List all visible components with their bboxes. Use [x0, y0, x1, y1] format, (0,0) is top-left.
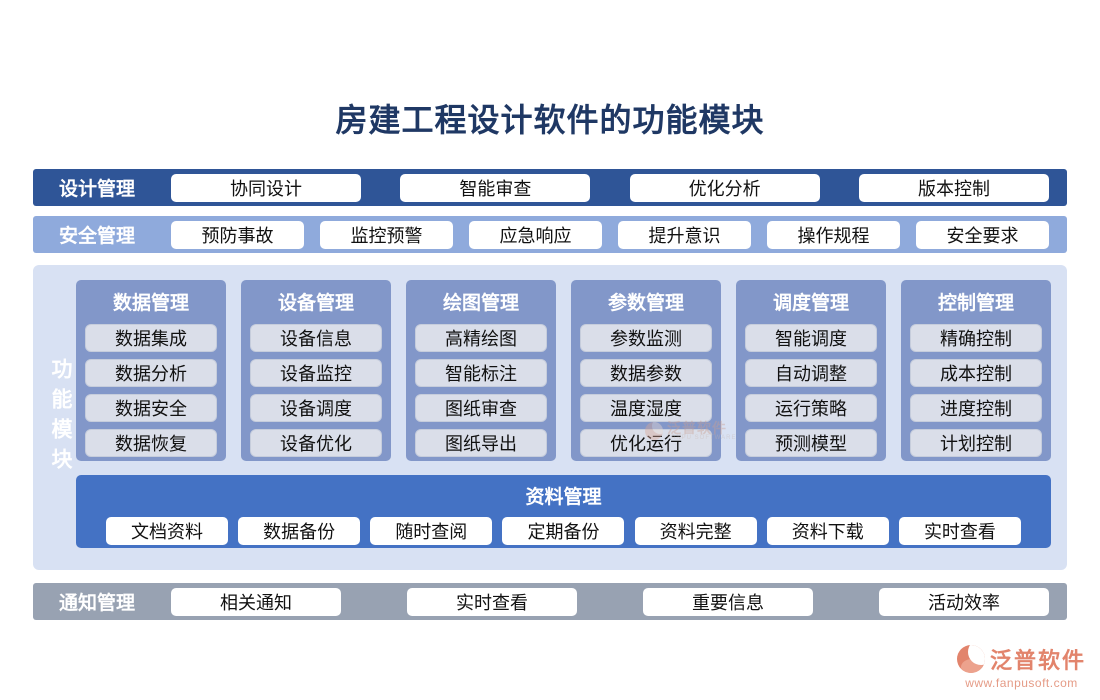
item-smart-scheduling[interactable]: 智能调度	[745, 324, 877, 352]
fanpu-logo: 泛普软件 www.fanpusoft.com	[956, 643, 1086, 690]
item-data-parameters[interactable]: 数据参数	[580, 359, 712, 387]
fanpu-logo-name: 泛普软件	[989, 648, 1086, 673]
item-temperature-humidity[interactable]: 温度湿度	[580, 394, 712, 422]
notice-management-label: 通知管理	[59, 593, 136, 614]
column-scheduling-management: 调度管理 智能调度 自动调整 运行策略 预测模型	[736, 280, 886, 461]
button-smart-review[interactable]: 智能审查	[400, 173, 591, 202]
button-version-control[interactable]: 版本控制	[858, 173, 1049, 202]
item-cost-control[interactable]: 成本控制	[910, 359, 1042, 387]
button-optimization-analysis[interactable]: 优化分析	[629, 173, 820, 202]
button-accident-prevention[interactable]: 预防事故	[171, 220, 304, 249]
item-equipment-info[interactable]: 设备信息	[250, 324, 382, 352]
item-data-integration[interactable]: 数据集成	[85, 324, 217, 352]
item-prediction-model[interactable]: 预测模型	[745, 429, 877, 457]
button-data-completeness[interactable]: 资料完整	[634, 517, 757, 545]
function-module-panel: 功能模块 数据管理 数据集成 数据分析 数据安全 数据恢复 设备管理 设备信息 …	[33, 265, 1067, 570]
column-header: 控制管理	[937, 293, 1014, 314]
button-important-info[interactable]: 重要信息	[643, 587, 813, 616]
item-equipment-monitoring[interactable]: 设备监控	[250, 359, 382, 387]
button-operating-procedures[interactable]: 操作规程	[767, 220, 900, 249]
notice-buttons-group: 相关通知 实时查看 重要信息 活动效率	[171, 587, 1049, 616]
document-management-panel: 资料管理 文档资料 数据备份 随时查阅 定期备份 资料完整 资料下载 实时查看	[76, 475, 1051, 548]
function-module-vertical-label: 功能模块	[49, 357, 72, 478]
button-data-download[interactable]: 资料下载	[766, 517, 889, 545]
document-buttons-group: 文档资料 数据备份 随时查阅 定期备份 资料完整 资料下载 实时查看	[76, 509, 1051, 545]
column-parameter-management: 参数管理 参数监测 数据参数 温度湿度 优化运行	[571, 280, 721, 461]
item-plan-control[interactable]: 计划控制	[910, 429, 1042, 457]
item-data-recovery[interactable]: 数据恢复	[85, 429, 217, 457]
item-drawing-export[interactable]: 图纸导出	[415, 429, 547, 457]
item-drawing-review[interactable]: 图纸审查	[415, 394, 547, 422]
item-equipment-optimization[interactable]: 设备优化	[250, 429, 382, 457]
notice-management-bar: 通知管理 相关通知 实时查看 重要信息 活动效率	[33, 583, 1067, 620]
item-operation-strategy[interactable]: 运行策略	[745, 394, 877, 422]
item-data-analysis[interactable]: 数据分析	[85, 359, 217, 387]
button-document-materials[interactable]: 文档资料	[106, 517, 228, 545]
button-realtime-view[interactable]: 实时查看	[407, 587, 577, 616]
safety-buttons-group: 预防事故 监控预警 应急响应 提升意识 操作规程 安全要求	[171, 220, 1049, 249]
button-realtime-view[interactable]: 实时查看	[898, 517, 1021, 545]
column-header: 数据管理	[112, 293, 189, 314]
button-anytime-access[interactable]: 随时查阅	[370, 517, 493, 545]
button-awareness-raising[interactable]: 提升意识	[618, 220, 751, 249]
button-data-backup[interactable]: 数据备份	[238, 517, 361, 545]
item-smart-annotation[interactable]: 智能标注	[415, 359, 547, 387]
button-safety-requirements[interactable]: 安全要求	[916, 220, 1049, 249]
column-data-management: 数据管理 数据集成 数据分析 数据安全 数据恢复	[76, 280, 226, 461]
button-related-notices[interactable]: 相关通知	[171, 587, 341, 616]
column-header: 设备管理	[277, 293, 354, 314]
button-collaborative-design[interactable]: 协同设计	[171, 173, 361, 202]
item-equipment-scheduling[interactable]: 设备调度	[250, 394, 382, 422]
button-scheduled-backup[interactable]: 定期备份	[502, 517, 625, 545]
design-management-label: 设计管理	[59, 179, 136, 200]
document-management-label: 资料管理	[525, 487, 602, 508]
fanpu-logo-url: www.fanpusoft.com	[965, 676, 1078, 690]
safety-management-bar: 安全管理 预防事故 监控预警 应急响应 提升意识 操作规程 安全要求	[33, 216, 1067, 253]
column-header: 绘图管理	[442, 293, 519, 314]
design-management-bar: 设计管理 协同设计 智能审查 优化分析 版本控制	[33, 169, 1067, 206]
column-header: 参数管理	[607, 293, 684, 314]
safety-management-label: 安全管理	[59, 226, 136, 247]
column-control-management: 控制管理 精确控制 成本控制 进度控制 计划控制	[901, 280, 1051, 461]
item-precise-control[interactable]: 精确控制	[910, 324, 1042, 352]
item-optimized-operation[interactable]: 优化运行	[580, 429, 712, 457]
column-header: 调度管理	[772, 293, 849, 314]
item-progress-control[interactable]: 进度控制	[910, 394, 1042, 422]
fanpu-logo-icon	[956, 645, 985, 673]
item-data-security[interactable]: 数据安全	[85, 394, 217, 422]
column-equipment-management: 设备管理 设备信息 设备监控 设备调度 设备优化	[241, 280, 391, 461]
button-monitoring-warning[interactable]: 监控预警	[320, 220, 453, 249]
page-title: 房建工程设计软件的功能模块	[335, 102, 765, 138]
item-high-precision-drawing[interactable]: 高精绘图	[415, 324, 547, 352]
button-emergency-response[interactable]: 应急响应	[469, 220, 602, 249]
column-drawing-management: 绘图管理 高精绘图 智能标注 图纸审查 图纸导出	[406, 280, 556, 461]
item-auto-adjustment[interactable]: 自动调整	[745, 359, 877, 387]
item-parameter-monitoring[interactable]: 参数监测	[580, 324, 712, 352]
design-buttons-group: 协同设计 智能审查 优化分析 版本控制	[171, 173, 1049, 202]
button-activity-efficiency[interactable]: 活动效率	[879, 587, 1049, 616]
module-columns: 数据管理 数据集成 数据分析 数据安全 数据恢复 设备管理 设备信息 设备监控 …	[76, 280, 1051, 461]
